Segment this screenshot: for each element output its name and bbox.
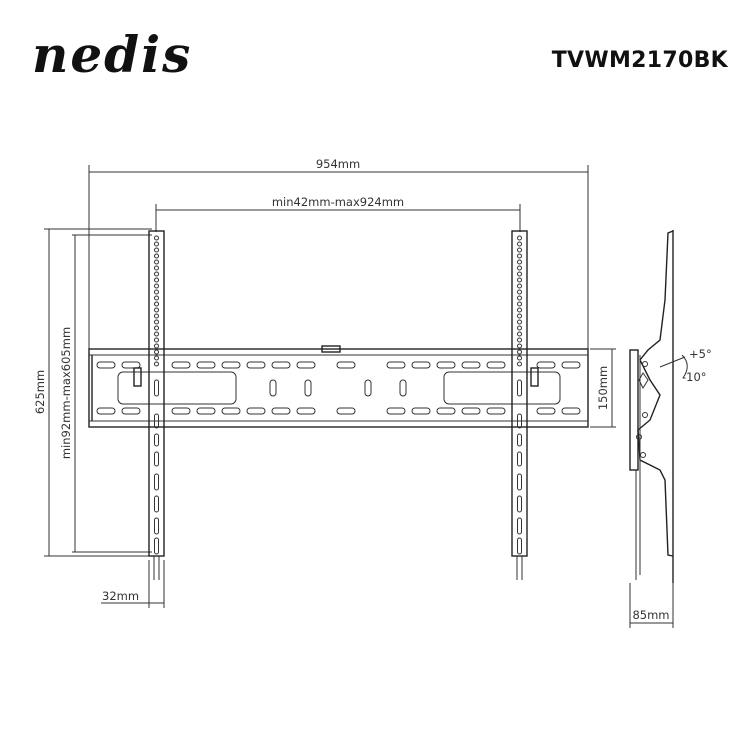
wall-distance-label: 85mm (632, 608, 669, 622)
left-arm (148, 230, 165, 580)
right-arm (511, 230, 528, 580)
vesa-horizontal-label: min42mm-max924mm (272, 195, 404, 209)
overall-height-label: 625mm (33, 370, 47, 414)
dimension-arm-width: 32mm (101, 560, 165, 608)
model-number: TVWM2170BK (551, 48, 728, 73)
dimension-overall-height: 625mm (33, 228, 152, 557)
wall-plate-height-label: 150mm (596, 366, 610, 410)
arm-width-label: 32mm (102, 589, 139, 603)
side-view: +5° -10° (629, 230, 712, 583)
tilt-down-label: -10° (682, 370, 707, 384)
tilt-up-label: +5° (689, 347, 712, 361)
brand-logo-text: nedis (32, 28, 192, 84)
dimension-vesa-vertical: min92mm-max605mm (59, 234, 152, 553)
dimension-wall-plate-height: 150mm (590, 348, 616, 428)
dimension-wall-distance: 85mm (629, 583, 674, 628)
nedis-logo: nedis (32, 28, 192, 84)
overall-width-label: 954mm (316, 157, 360, 171)
dimension-vesa-horizontal: min42mm-max924mm (155, 195, 521, 232)
wall-plate (88, 345, 589, 428)
vesa-vertical-label: min92mm-max605mm (59, 327, 73, 459)
dimension-overall-width: 954mm (88, 157, 589, 350)
